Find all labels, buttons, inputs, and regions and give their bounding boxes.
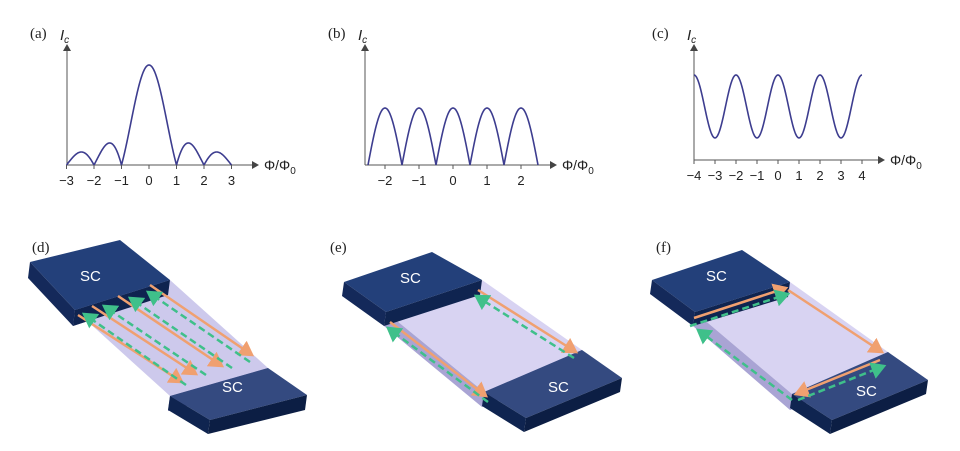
x-tick-label: −1 bbox=[750, 168, 765, 183]
panel-e-sc-top bbox=[344, 252, 482, 312]
panel-d-sc-bottom-label: SC bbox=[222, 379, 243, 396]
x-tick-label: −4 bbox=[687, 168, 702, 183]
panel-f-orange-arrow bbox=[693, 283, 789, 320]
panel-e-green-arrow bbox=[473, 294, 575, 360]
x-tick-label: 1 bbox=[173, 173, 180, 188]
x-tick-label: −3 bbox=[708, 168, 723, 183]
x-tick-label: 3 bbox=[228, 173, 235, 188]
panel-b-plot: (b) Ic Φ/Φ0 −2 −1 0 1 2 bbox=[328, 26, 594, 188]
panel-d-sc-bottom bbox=[170, 368, 307, 420]
panel-e-sc-bottom-label: SC bbox=[548, 379, 569, 396]
panel-d-sc-top bbox=[30, 240, 170, 310]
x-tick-label: −1 bbox=[412, 173, 427, 188]
panel-d-sc-top-left bbox=[28, 262, 75, 326]
panel-b-curve bbox=[367, 107, 539, 166]
panel-e-sc-top-left bbox=[342, 282, 386, 326]
panel-b-label: (b) bbox=[328, 26, 346, 42]
panel-e-orange-arrow bbox=[389, 321, 488, 398]
panel-e-sc-bottom-left bbox=[482, 392, 526, 432]
x-tick-label: 2 bbox=[816, 168, 823, 183]
panel-f-green-arrow bbox=[689, 289, 791, 328]
x-tick-label: 1 bbox=[795, 168, 802, 183]
panel-d-green-arrow bbox=[127, 296, 233, 370]
panel-e-green-arrow bbox=[385, 326, 489, 404]
panel-a-ticks: −3 −2 −1 0 1 2 3 bbox=[59, 165, 235, 188]
panel-e-label: (e) bbox=[330, 240, 347, 256]
panel-f-orange-arrow bbox=[787, 288, 885, 354]
panel-d-orange-arrow bbox=[149, 283, 255, 357]
panel-d-device: (d) SC SC bbox=[28, 240, 307, 434]
x-tick-label: −1 bbox=[114, 173, 129, 188]
panel-f-green-arrow bbox=[797, 362, 887, 402]
panel-d-green-arrow bbox=[145, 290, 251, 364]
panel-c-y-label: Ic bbox=[687, 27, 696, 46]
panel-f-orange-arrow bbox=[793, 358, 881, 398]
panel-c-x-label: Φ/Φ0 bbox=[890, 152, 922, 172]
x-tick-label: 3 bbox=[837, 168, 844, 183]
panel-a-label: (a) bbox=[30, 26, 47, 42]
panel-f-sc-bottom bbox=[792, 352, 928, 420]
panel-f-sc-top-left bbox=[650, 280, 695, 326]
x-tick-label: 2 bbox=[517, 173, 524, 188]
panel-f-device: (f) SC SC bbox=[650, 240, 928, 434]
panel-d-sc-bottom-left bbox=[168, 396, 210, 434]
panel-f-sc-top-label: SC bbox=[706, 268, 727, 285]
panel-b-x-label: Φ/Φ0 bbox=[562, 157, 594, 177]
x-tick-label: 2 bbox=[200, 173, 207, 188]
x-tick-label: −2 bbox=[87, 173, 102, 188]
panel-d-sc-bottom-front bbox=[208, 395, 307, 434]
panel-b-y-label: Ic bbox=[358, 27, 367, 46]
panel-f-label: (f) bbox=[656, 240, 671, 256]
panel-e-sc-bottom bbox=[484, 350, 622, 418]
panel-a-y-label: Ic bbox=[60, 27, 69, 46]
panel-a-plot: (a) Ic Φ/Φ0 −3 −2 −1 0 1 2 3 bbox=[30, 26, 296, 188]
panel-f-sc-bottom-label: SC bbox=[856, 383, 877, 400]
panel-d-label: (d) bbox=[32, 240, 50, 256]
panel-e-orange-arrow bbox=[477, 288, 579, 354]
panel-d-green-arrow bbox=[101, 304, 207, 377]
x-tick-label: 4 bbox=[858, 168, 865, 183]
panel-e-sc-bottom-front bbox=[524, 378, 622, 432]
panel-b-ticks: −2 −1 0 1 2 bbox=[378, 165, 525, 188]
panel-a-curve bbox=[65, 64, 233, 167]
panel-f-sc-top bbox=[652, 250, 790, 312]
x-tick-label: −2 bbox=[378, 173, 393, 188]
panel-f-sc-bottom-front bbox=[830, 380, 928, 434]
panel-f-green-arrow bbox=[695, 328, 793, 402]
x-tick-label: 0 bbox=[449, 173, 456, 188]
panel-e-sc-top-label: SC bbox=[400, 270, 421, 287]
panel-c-label: (c) bbox=[652, 26, 669, 42]
panel-d-sc-top-label: SC bbox=[80, 268, 101, 285]
x-tick-label: 1 bbox=[483, 173, 490, 188]
panel-d-green-arrow bbox=[81, 312, 187, 387]
panel-e-sc-top-front bbox=[384, 280, 482, 326]
panel-f-sc-top-front bbox=[693, 282, 790, 326]
panel-c-curve bbox=[693, 74, 863, 139]
x-tick-label: −2 bbox=[729, 168, 744, 183]
x-tick-label: −3 bbox=[59, 173, 74, 188]
panel-f-channel-left bbox=[693, 312, 792, 410]
panel-e-device: (e) SC SC bbox=[330, 240, 622, 432]
panel-f-sc-bottom-left bbox=[790, 394, 832, 434]
x-tick-label: 0 bbox=[774, 168, 781, 183]
panel-a-x-label: Φ/Φ0 bbox=[264, 157, 296, 177]
x-tick-label: 0 bbox=[145, 173, 152, 188]
